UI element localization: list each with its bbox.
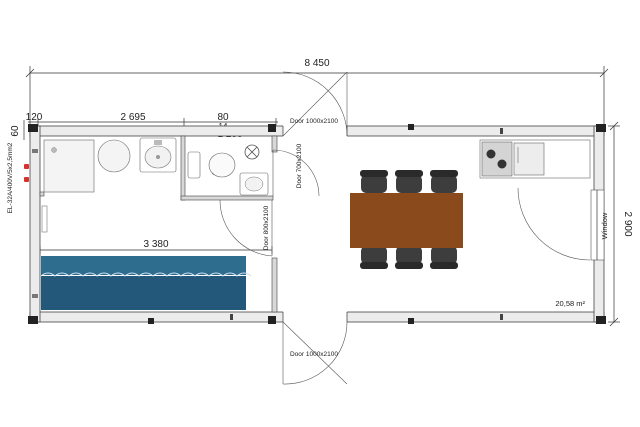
door-bedroom[interactable] <box>219 199 273 257</box>
total-length-label: 8 450 <box>304 58 329 69</box>
inner-walls <box>39 135 278 313</box>
total-width-label: 2 900 <box>622 211 633 236</box>
dining-chair <box>360 246 388 269</box>
door-toilet-label: Door 700x2100 <box>296 143 303 188</box>
bed-pillow-row <box>40 272 252 277</box>
round-basin <box>97 139 131 173</box>
door-bottom-label: Door 1000x2100 <box>290 351 338 358</box>
door-top-label: Door 1000x2100 <box>290 118 338 125</box>
bedroom-length-label: 3 380 <box>143 239 168 250</box>
door-toilet[interactable] <box>272 149 320 197</box>
dim-80-label: 80 <box>217 112 229 123</box>
wall-thickness-label: 120 <box>26 112 43 123</box>
outer-walls <box>28 124 606 324</box>
dining-chair <box>360 170 388 193</box>
toilet-sink <box>239 172 269 196</box>
kitchen-door-swing <box>517 187 591 261</box>
left-wall-fixtures <box>32 149 48 298</box>
toilet-bowl <box>187 151 236 179</box>
door-bedroom-label: Door 800x2100 <box>263 205 270 250</box>
bed-bottom <box>41 276 246 310</box>
dining-chair <box>430 246 458 269</box>
shower-tray <box>43 139 95 193</box>
room-area-label: 20,58 m² <box>555 299 585 308</box>
bathroom-length-label: 2 695 <box>120 112 145 123</box>
ceiling-light-icon <box>244 144 260 160</box>
kitchen-counter <box>479 139 591 179</box>
dining-table <box>350 193 463 248</box>
door-top[interactable] <box>282 71 348 137</box>
side-60-label: 60 <box>10 125 21 137</box>
door-bottom[interactable] <box>282 321 348 385</box>
washbasin <box>139 137 177 173</box>
dining-chair <box>430 170 458 193</box>
dining-chair <box>395 170 423 193</box>
bed-top <box>41 256 246 275</box>
dining-chairs <box>360 170 458 269</box>
electric-socket-icon <box>24 164 29 182</box>
wall-ticks <box>230 128 503 320</box>
dining-chair <box>395 246 423 269</box>
window-label: Window <box>600 212 609 239</box>
electric-supply-label: EL-32A/400V/5x2,5mm2 <box>7 142 14 213</box>
